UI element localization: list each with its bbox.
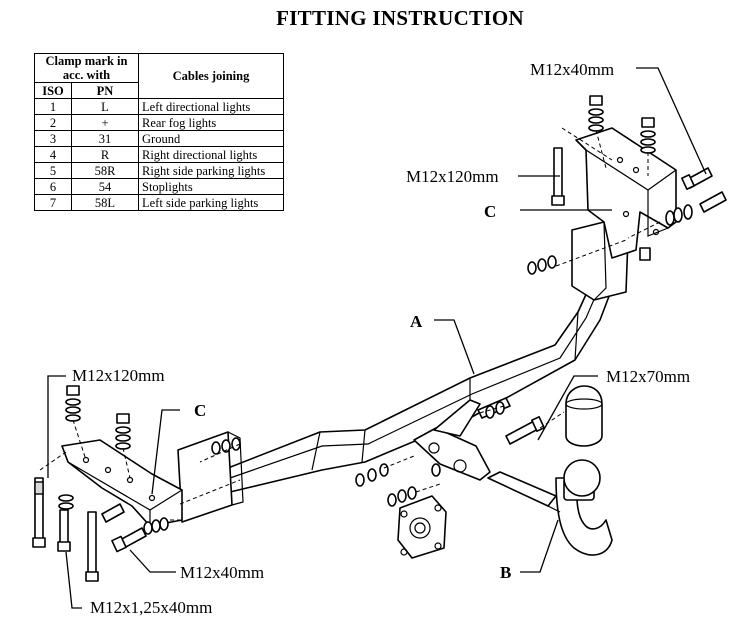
bolt-m12x125x40: [57, 509, 71, 552]
label-m12x40-bottom: M12x40mm: [180, 563, 265, 582]
label-c-right: C: [484, 202, 497, 221]
cable-cell: Left side parking lights: [138, 194, 284, 211]
bolt-m12x40-left-middle: [101, 503, 125, 523]
pn-cell: 54: [71, 178, 139, 195]
ball-cap: [565, 385, 603, 447]
cross-beam-a: [177, 221, 629, 523]
leader-lines: [47, 67, 707, 609]
page-title: FITTING INSTRUCTION: [276, 6, 524, 30]
bolt-m12x40-top-right: [681, 167, 713, 190]
label-m12x125x40: M12x1,25x40mm: [90, 598, 213, 617]
nut-washer-stack-top-1: [588, 95, 604, 132]
label-c-left: C: [194, 401, 207, 420]
cable-cell: Right directional lights: [138, 146, 284, 163]
socket-plate: [397, 495, 447, 559]
iso-cell: 7: [34, 194, 72, 211]
assembly-guide-lines: [39, 127, 661, 521]
label-m12x40-top: M12x40mm: [530, 60, 615, 79]
ball-arm-b: [487, 459, 613, 556]
table-row: 3 31 Ground: [34, 130, 284, 147]
pn-cell: 31: [71, 130, 139, 147]
nut-washer-stack-left-3: [58, 494, 74, 510]
label-b: B: [500, 563, 512, 582]
right-bracket-c: [575, 127, 677, 259]
nut-washer-stack-right: [665, 204, 693, 226]
cable-legend-table: Clamp mark in acc. with Cables joining I…: [34, 53, 284, 211]
nut-washer-stack-right-lower: [527, 247, 651, 275]
label-m12x120-right: M12x120mm: [406, 167, 499, 186]
table-row: 7 58L Left side parking lights: [34, 194, 284, 211]
cable-cell: Ground: [138, 130, 284, 147]
label-m12x70: M12x70mm: [606, 367, 691, 386]
nut-washer-stack-left-side: [143, 517, 169, 535]
table-row: 4 R Right directional lights: [34, 146, 284, 163]
cable-cell: Right side parking lights: [138, 162, 284, 179]
ball-mount-bracket: [413, 399, 491, 481]
nut-washer-stack-left-1: [65, 385, 81, 422]
label-a: A: [410, 312, 423, 331]
bolt-m12x120-left-b: [85, 511, 99, 582]
nut-washer-stack-top-2: [640, 117, 656, 154]
nut-washer-stack-left-2: [115, 413, 131, 450]
table-row: 6 54 Stoplights: [34, 178, 284, 195]
header-pn: PN: [71, 82, 139, 99]
bolt-m12x40-right-side: [699, 191, 727, 213]
nut-washer-stack-bracket: [355, 463, 441, 507]
bolt-m12x40-lower: [111, 527, 147, 553]
cable-cell: Stoplights: [138, 178, 284, 195]
bolt-m12x120-left-a: [32, 477, 46, 548]
header-cables-joining: Cables joining: [138, 53, 284, 99]
label-m12x120-left: M12x120mm: [72, 366, 165, 385]
pn-cell: 58L: [71, 194, 139, 211]
header-clamp-mark: Clamp mark in acc. with: [34, 53, 139, 83]
